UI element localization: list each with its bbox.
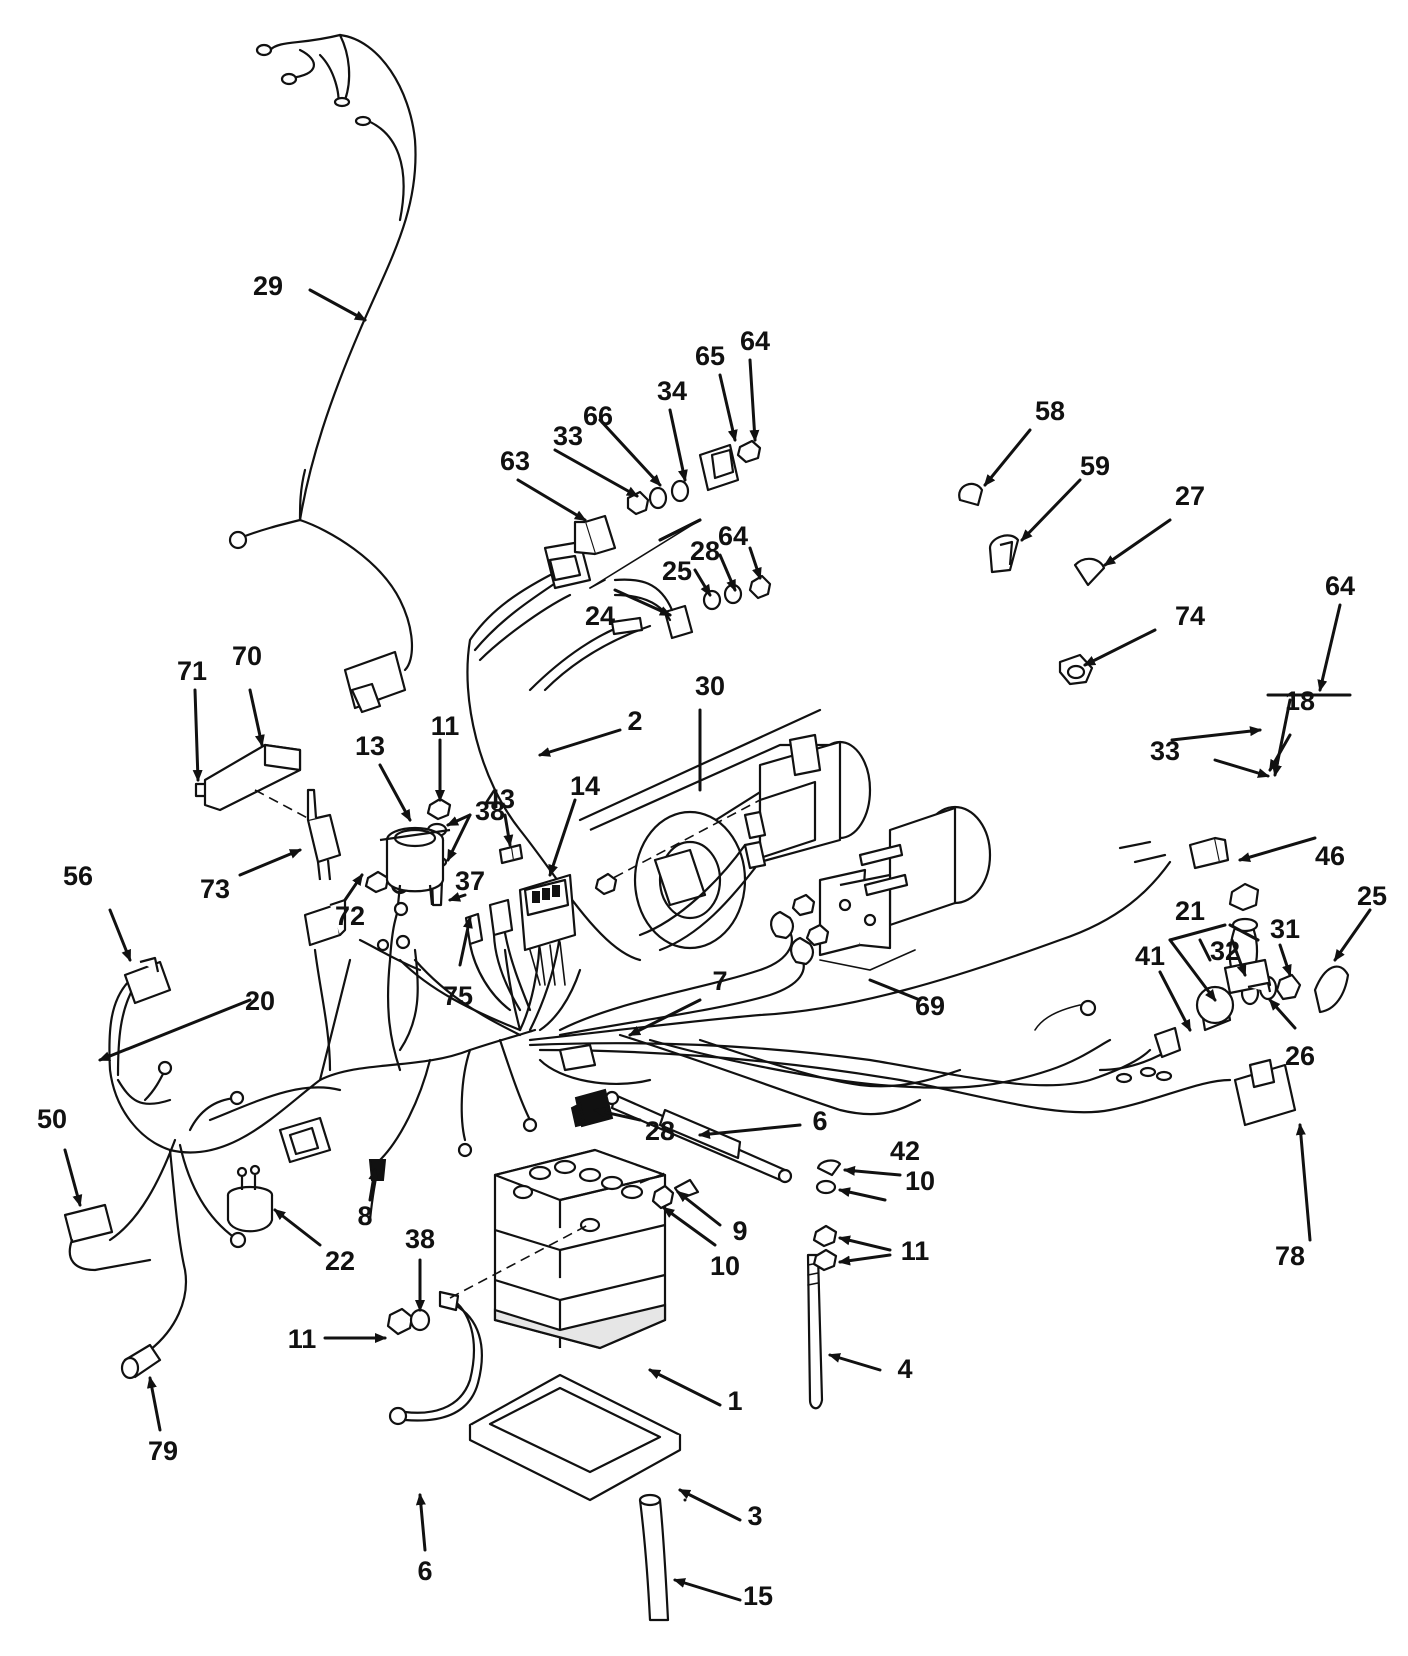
callout-74: 74 [1175, 601, 1205, 631]
callout-71: 71 [177, 656, 207, 686]
callout-33-top: 33 [553, 421, 583, 451]
connector-37-75 [464, 898, 532, 1012]
connector-28 [558, 1043, 614, 1128]
callout-27: 27 [1175, 481, 1205, 511]
callout-4: 4 [897, 1354, 912, 1384]
callout-6: 6 [417, 1556, 432, 1586]
switch-73 [306, 788, 342, 881]
callout-18: 18 [1285, 686, 1315, 716]
callout-32: 32 [1210, 936, 1240, 966]
callout-23: 25 [1357, 881, 1387, 911]
battery-cable [388, 1224, 589, 1426]
callout-14: 14 [570, 771, 600, 801]
drain-hose [638, 1493, 670, 1622]
callout-25-right: 26 [1285, 1041, 1315, 1071]
callout-79: 79 [148, 1436, 178, 1466]
callout-42: 42 [890, 1136, 920, 1166]
callout-22: 21 [1175, 896, 1205, 926]
callout-24: 24 [585, 601, 615, 631]
callout-64-top: 64 [740, 326, 770, 356]
hold-down-rod [806, 1253, 824, 1410]
callout-56: 56 [63, 861, 93, 891]
leader-lines [63, 288, 1372, 1602]
harness-2 [466, 540, 652, 962]
tach-gauge-30 [578, 708, 872, 952]
callout-38-top: 38 [475, 796, 505, 826]
pressure-switch-21 [226, 1164, 274, 1233]
solenoid [379, 826, 451, 906]
callout-28: 28 [645, 1116, 675, 1146]
harness-7 [528, 840, 1232, 1116]
callout-11-right: 11 [901, 1236, 930, 1266]
callout-41: 41 [1135, 941, 1165, 971]
callout-20: 20 [245, 986, 275, 1016]
callout-labels: 29 2 7 6 1 4 6 8 9 10 10 11 11 38 3 15 7… [37, 271, 1387, 1611]
callout-75: 75 [443, 981, 473, 1011]
switch-18 [1223, 882, 1272, 995]
callout-69: 69 [915, 991, 945, 1021]
callout-10-upper: 10 [905, 1166, 935, 1196]
callout-10-lower: 10 [710, 1251, 740, 1281]
ground-cable [639, 1172, 666, 1184]
callout-33-right: 33 [1150, 736, 1180, 766]
callout-30: 30 [695, 671, 725, 701]
fuse-43 [498, 843, 524, 865]
callout-29: 29 [253, 271, 283, 301]
fasteners [194, 782, 842, 1336]
battery-tray [468, 1373, 682, 1502]
callout-46: 46 [1315, 841, 1345, 871]
connector-78 [1233, 1058, 1297, 1127]
callout-13: 13 [355, 731, 385, 761]
callout-15: 15 [743, 1581, 773, 1611]
callout-59: 59 [1080, 451, 1110, 481]
callout-11-top: 11 [431, 711, 460, 741]
callout-25-top: 25 [662, 556, 692, 586]
callout-34: 34 [657, 376, 687, 406]
callout-7: 7 [712, 966, 727, 996]
callout-9: 9 [732, 1216, 747, 1246]
gauge-69 [791, 805, 992, 971]
callout-3: 3 [747, 1501, 762, 1531]
callout-5: 6 [812, 1106, 827, 1136]
callout-70: 70 [232, 641, 262, 671]
fuse-14 [518, 873, 577, 986]
harness-29 [228, 33, 417, 714]
clips-58-74 [958, 482, 1106, 686]
callout-1: 1 [727, 1386, 742, 1416]
callout-78: 78 [1275, 1241, 1305, 1271]
top-switch-group [573, 439, 772, 640]
callout-63: 63 [500, 446, 530, 476]
callout-64-mid: 64 [718, 521, 748, 551]
callout-11-left: 11 [288, 1324, 317, 1354]
callout-8: 8 [357, 1201, 372, 1231]
battery [493, 1148, 667, 1350]
callout-65: 65 [695, 341, 725, 371]
connector-plugs [63, 898, 347, 1272]
callout-73: 73 [200, 874, 230, 904]
callout-37: 37 [455, 866, 485, 896]
sender-79 [120, 1343, 162, 1380]
callout-72: 72 [335, 901, 365, 931]
callout-2: 2 [627, 706, 642, 736]
callout-26: 28 [690, 536, 720, 566]
callout-50: 50 [37, 1104, 67, 1134]
callout-66: 66 [583, 401, 613, 431]
callout-64-right: 64 [1325, 571, 1355, 601]
callout-58: 58 [1035, 396, 1065, 426]
connector-46 [1188, 836, 1230, 870]
callout-21: 22 [325, 1246, 355, 1276]
callout-43: 43 [485, 784, 515, 814]
callout-38-bottom: 38 [405, 1224, 435, 1254]
callout-31: 31 [1270, 914, 1300, 944]
